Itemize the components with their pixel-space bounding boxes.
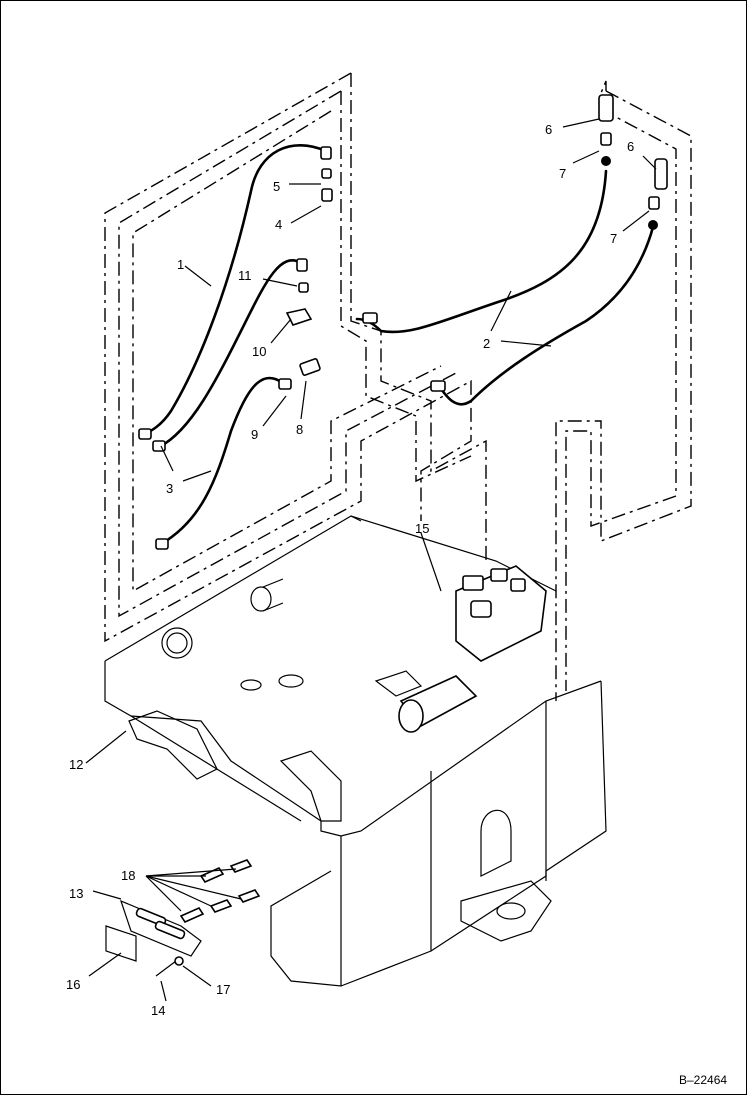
bulkhead-hardware: [105, 859, 261, 977]
hose-2-upper: [355, 169, 608, 334]
callout-17: 17: [216, 982, 230, 997]
callout-7a: 7: [559, 166, 566, 181]
callout-18: 18: [121, 868, 135, 883]
callout-6b: 6: [627, 139, 634, 154]
callout-4: 4: [275, 217, 282, 232]
callout-12: 12: [69, 757, 83, 772]
callout-11: 11: [238, 268, 252, 283]
callout-6a: 6: [545, 122, 552, 137]
hose-assemblies: [141, 144, 655, 546]
callout-16: 16: [66, 977, 80, 992]
machine-frame: [104, 515, 607, 987]
hose-2-lower: [437, 225, 655, 406]
callout-10: 10: [252, 344, 266, 359]
figure-code: B–22464: [679, 1073, 727, 1087]
hose-3-lower: [159, 376, 286, 546]
callout-1: 1: [177, 257, 184, 272]
leader-lines: [85, 118, 657, 1002]
callout-14: 14: [151, 1003, 165, 1018]
callout-7b: 7: [610, 231, 617, 246]
hose-3-upper: [157, 259, 303, 449]
routing-outlines: [104, 72, 692, 701]
callouts: 1 2 3 4 5 6 6 7 7 8 9 10 11 12 13 14 15 …: [66, 122, 634, 1018]
callout-8: 8: [296, 422, 303, 437]
callout-15: 15: [415, 521, 429, 536]
callout-5: 5: [273, 179, 280, 194]
callout-3: 3: [166, 481, 173, 496]
callout-9: 9: [251, 427, 258, 442]
hose-1: [141, 144, 328, 437]
fittings: [138, 94, 668, 550]
callout-13: 13: [69, 886, 83, 901]
callout-2: 2: [483, 336, 490, 351]
